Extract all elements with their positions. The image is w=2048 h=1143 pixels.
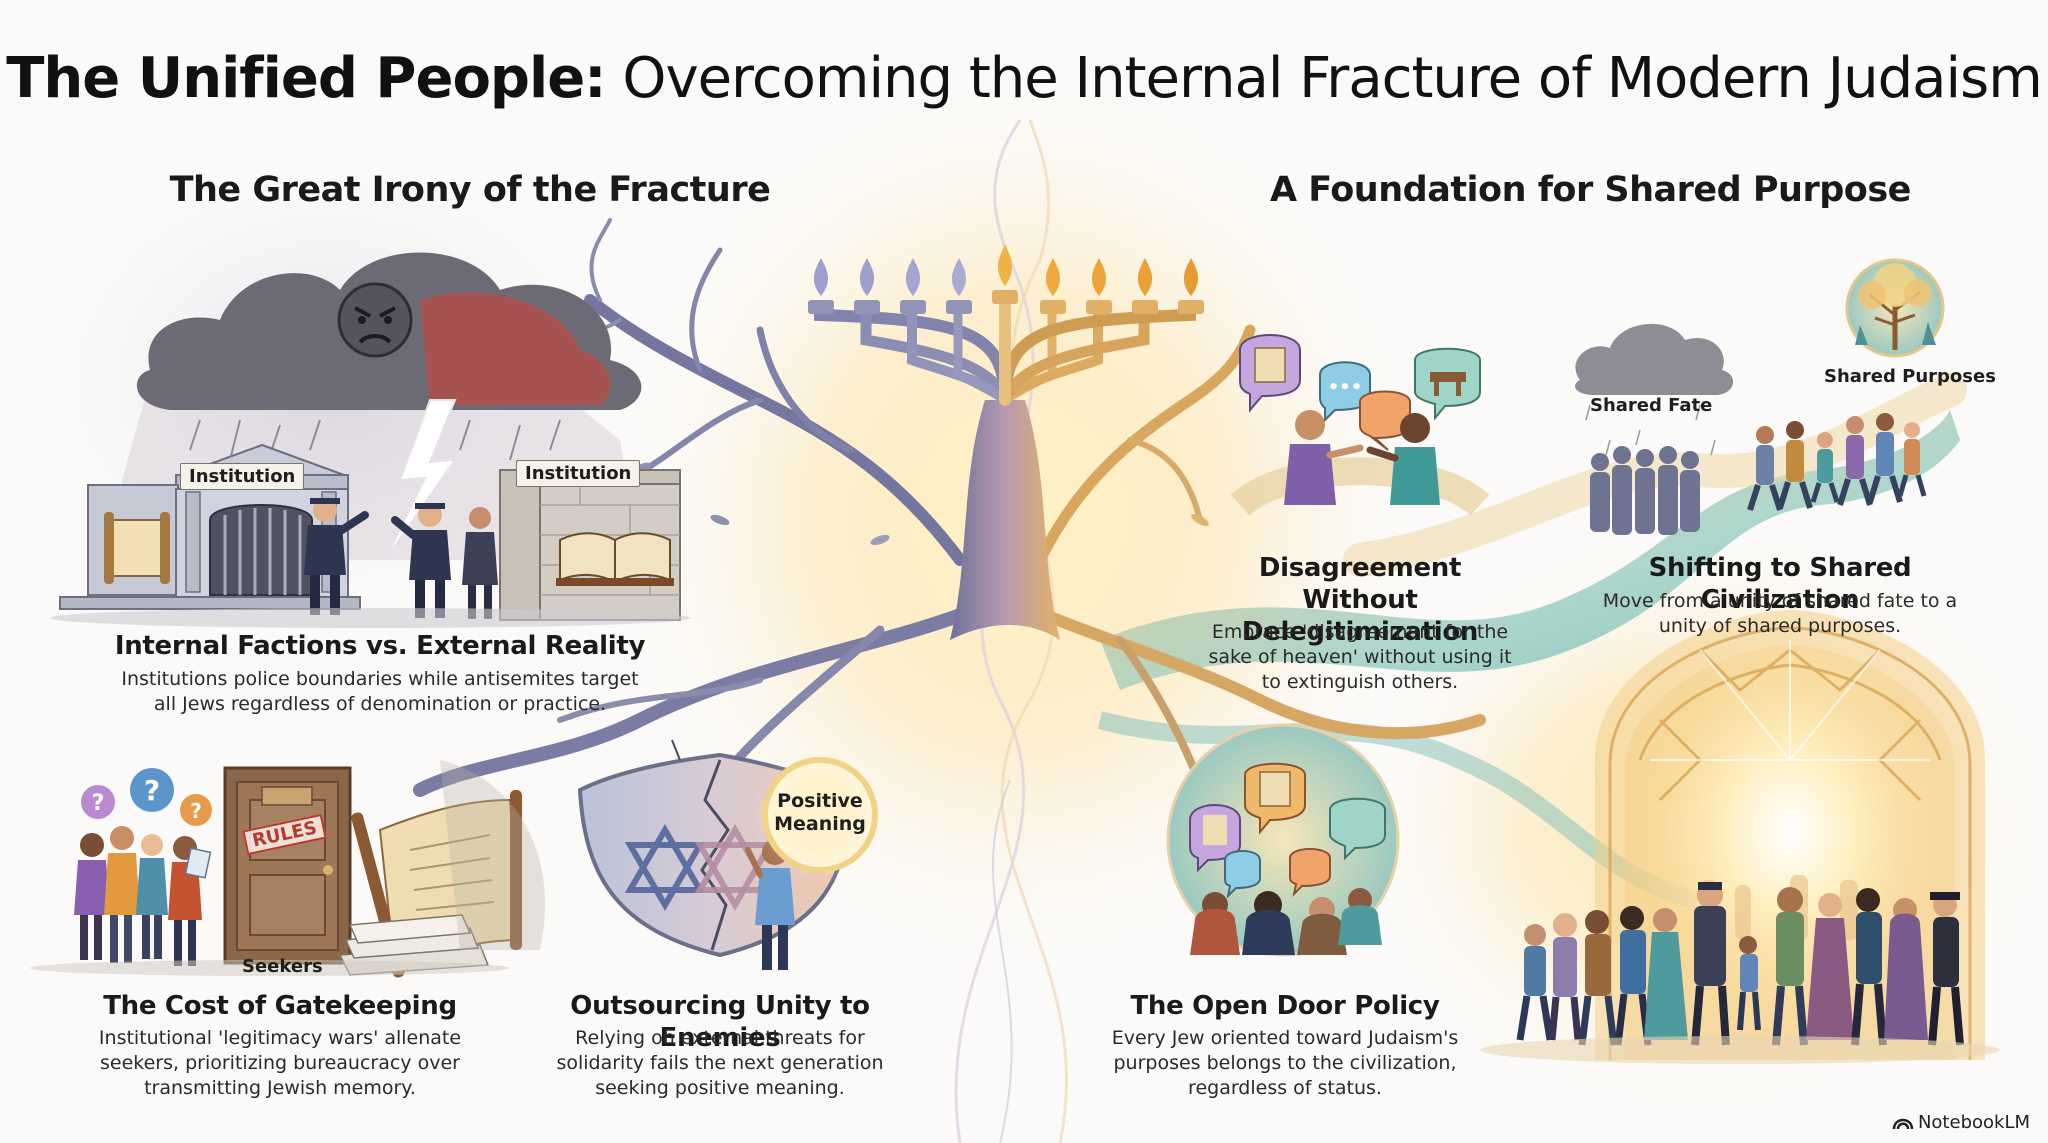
question-icon: ? ? ? [81,768,212,826]
page-title-bold: The Unified People: [6,46,606,111]
marching-people [1747,413,1927,511]
shared-purposes-label: Shared Purposes [1824,366,1996,387]
factions-heading: Internal Factions vs. External Reality [114,631,646,661]
positive-meaning-bubble: Positive Meaning [774,790,866,835]
seekers-group: ? ? ? [74,768,212,966]
gatekeeping-body: Institutional 'legitimacy wars' allenate… [98,1027,462,1099]
left-section-title: The Great Irony of the Fracture [169,170,771,210]
book-icon [556,532,674,586]
shifting-heading: Shifting to Shared Civilization [1648,553,1912,615]
shared-fate-label: Shared Fate [1590,395,1713,416]
outsourcing-heading: Outsourcing Unity to Enemies [570,991,870,1053]
seekers-label: Seekers [242,956,323,977]
disagreement-body: Embrace 'disagreement for the sake of he… [1208,621,1512,693]
factions-body: Institutions police boundaries while ant… [121,668,639,715]
svg-text:•••: ••• [1328,377,1363,398]
outsourcing-body: Relying on external threats for solidari… [556,1027,884,1099]
svg-text:?: ? [92,791,105,816]
tree-icon [1845,258,1945,358]
svg-text:?: ? [144,774,160,807]
open-door-circle [1166,723,1400,957]
closed-door [223,766,352,965]
institution-building-right [499,469,681,621]
menorah-icon [814,294,1196,406]
right-section-title: A Foundation for Shared Purpose [1270,170,1911,210]
child-figure [745,839,795,970]
svg-text:?: ? [190,799,202,823]
chat-icon: ••• [1239,334,1481,451]
gathering-crowd [1516,882,1964,1046]
small-rain-cloud [1575,323,1734,456]
guard-figures [304,498,498,619]
notebooklm-logo-icon [1892,1118,1914,1130]
shifting-body: Move from a unity of shared fate to a un… [1602,590,1958,637]
open-door-body: Every Jew oriented toward Judaism's purp… [1111,1027,1459,1099]
institution-label-right: Institution [516,460,641,487]
open-door-heading: The Open Door Policy [1130,991,1440,1021]
page-title: The Unified People: Overcoming the Inter… [0,46,2048,111]
institution-label-left: Institution [180,463,305,490]
notebooklm-brand: NotebookLM [1890,1112,2030,1133]
page-title-rest: Overcoming the Internal Fracture of Mode… [605,46,2042,111]
huddled-crowd [1590,446,1700,535]
discussing-people [1284,410,1440,505]
gatekeeping-heading: The Cost of Gatekeeping [103,991,457,1021]
notebooklm-brand-label: NotebookLM [1917,1112,2030,1133]
disagreement-heading: Disagreement Without Delegitimization [1241,553,1479,647]
scroll-icon [104,512,170,584]
